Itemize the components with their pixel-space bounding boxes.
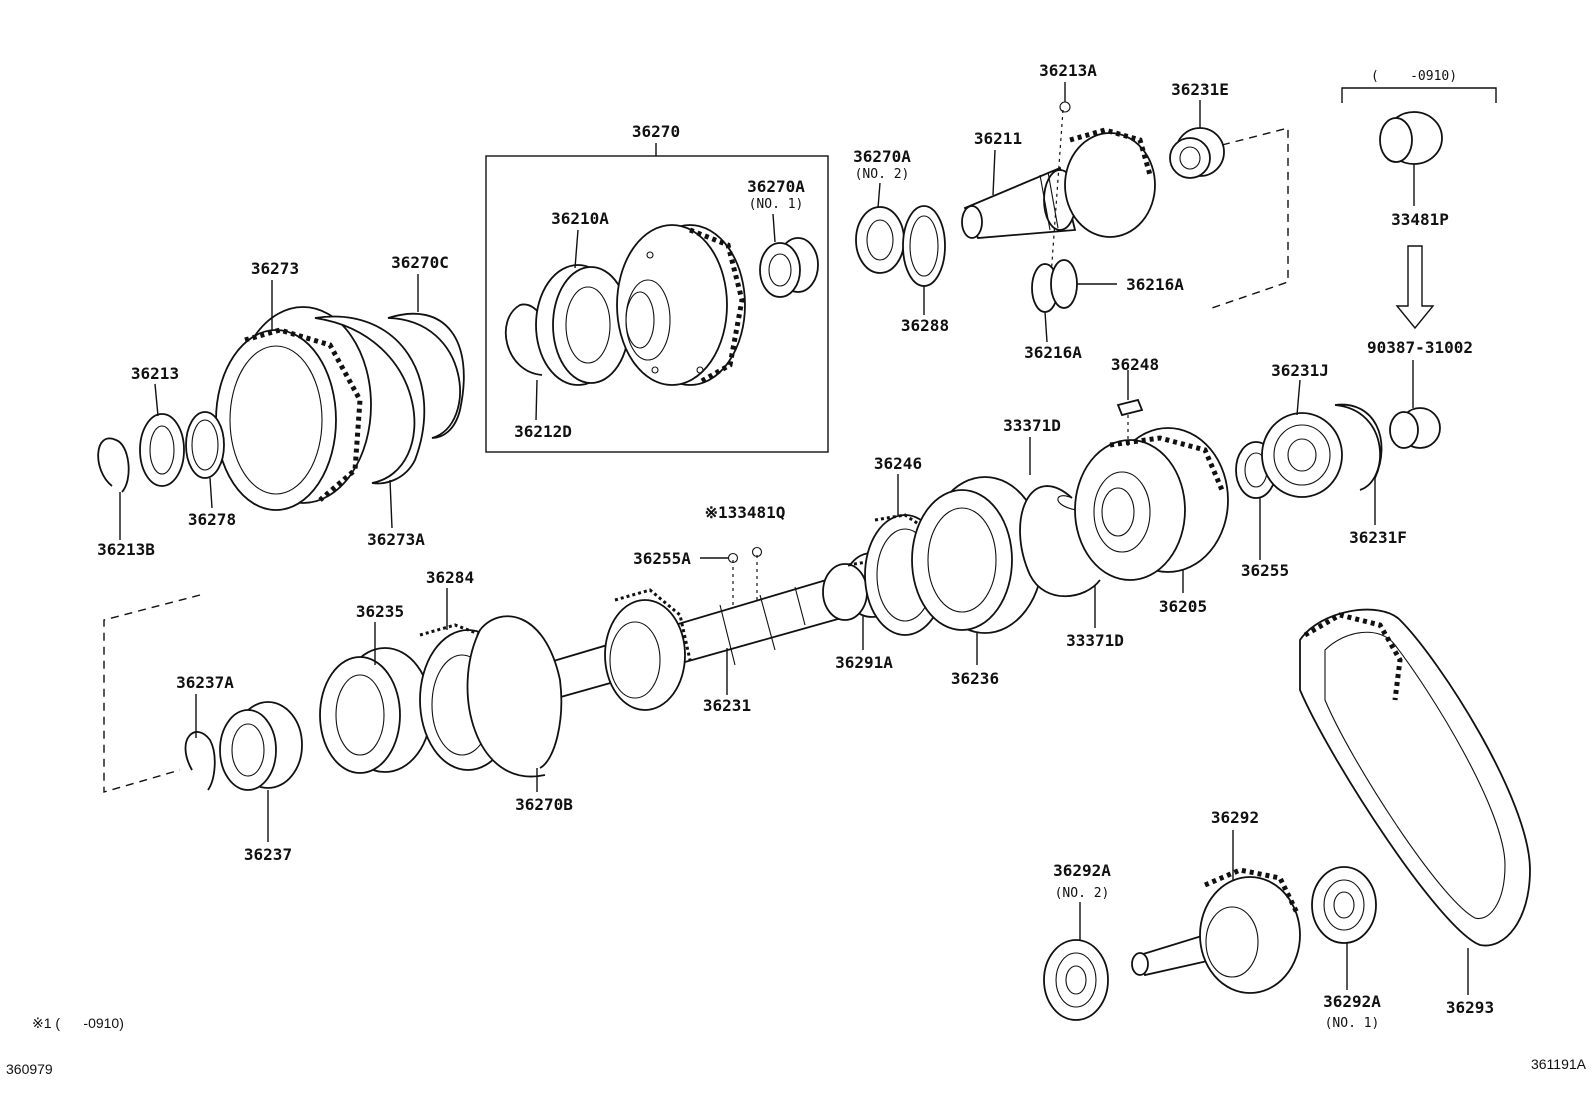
part-36216A-snap-rings — [1031, 259, 1078, 313]
label-36292A-no2: 36292A — [1053, 861, 1111, 880]
label-36237: 36237 — [244, 845, 292, 864]
label-36278: 36278 — [188, 510, 236, 529]
label-36292: 36292 — [1211, 808, 1259, 827]
label-36270B: 36270B — [515, 795, 573, 814]
part-33481P-bushing — [1379, 111, 1443, 165]
part-36292-sprocket-shaft — [1131, 867, 1301, 994]
label-36212D: 36212D — [514, 422, 572, 441]
part-36293-drive-chain — [1299, 608, 1531, 947]
label-36270A-no2-note: (NO. 2) — [855, 167, 910, 182]
label-36288: 36288 — [901, 316, 949, 335]
label-36270C: 36270C — [391, 253, 449, 272]
part-36270A-no1-needle-bearing — [759, 237, 819, 298]
diagram-code-left: 360979 — [6, 1061, 53, 1077]
part-36235-synchro-hub — [319, 647, 432, 774]
part-36278-washer — [185, 411, 225, 479]
part-36205-hub-gear — [1074, 427, 1229, 581]
diagram-code-right: 361191A — [1531, 1056, 1587, 1072]
part-36292A-no1-bearing — [1311, 866, 1377, 944]
label-36231E: 36231E — [1171, 80, 1229, 99]
part-33481Q-ball — [751, 546, 763, 558]
label-36213A: 36213A — [1039, 61, 1097, 80]
label-36291A: 36291A — [835, 653, 893, 672]
arrow-down-icon — [1395, 245, 1435, 330]
label-36273: 36273 — [251, 259, 299, 278]
label-33371D-top: 33371D — [1003, 416, 1061, 435]
label-36216A-right: 36216A — [1126, 275, 1184, 294]
label-90387-31002: 90387-31002 — [1367, 338, 1473, 357]
label-33481Q: ※133481Q — [705, 503, 786, 522]
part-36210A-gear-ring — [535, 264, 630, 386]
label-36236: 36236 — [951, 669, 999, 688]
label-36255A: 36255A — [633, 549, 691, 568]
label-36284: 36284 — [426, 568, 474, 587]
label-36292A-no1-note: (NO. 1) — [1325, 1016, 1380, 1031]
part-36273-ring-gear — [215, 306, 372, 511]
part-36213B-snap-ring — [97, 437, 130, 493]
label-36205: 36205 — [1159, 597, 1207, 616]
part-36255A-ball — [727, 552, 739, 564]
part-36237A-snap-ring — [184, 731, 216, 791]
part-36288-thrust-washer — [902, 205, 946, 287]
label-36231F: 36231F — [1349, 528, 1407, 547]
label-33371D-bottom: 33371D — [1066, 631, 1124, 650]
part-36231E-roller-bearing — [1169, 127, 1225, 179]
label-33481P-range: ( -0910) — [1371, 69, 1457, 84]
part-36270C-snap-ring — [387, 312, 465, 439]
part-36231J-bearing — [1261, 412, 1343, 498]
part-36273A-snap-ring — [314, 315, 426, 485]
assembly-box-36270 — [485, 155, 829, 453]
label-36270: 36270 — [632, 122, 680, 141]
part-36236-sleeve — [911, 476, 1044, 634]
label-36270A-no1-note: (NO. 1) — [749, 197, 804, 212]
label-36248: 36248 — [1111, 355, 1159, 374]
part-planetary-carrier — [616, 224, 746, 386]
label-36292A-no2-note: (NO. 2) — [1055, 886, 1110, 901]
label-33481P: 33481P — [1391, 210, 1449, 229]
label-36235: 36235 — [356, 602, 404, 621]
label-36237A: 36237A — [176, 673, 234, 692]
part-36231-input-shaft — [525, 568, 872, 711]
part-33371D-shift-fork-rings — [1019, 485, 1101, 598]
part-90387-31002-bushing — [1389, 407, 1441, 449]
label-36293: 36293 — [1446, 998, 1494, 1017]
label-36213B: 36213B — [97, 540, 155, 559]
part-36213A-ball — [1059, 101, 1071, 113]
label-36255: 36255 — [1241, 561, 1289, 580]
label-36270A-no2: 36270A — [853, 147, 911, 166]
label-36210A: 36210A — [551, 209, 609, 228]
label-36273A: 36273A — [367, 530, 425, 549]
part-36270B-snap-ring — [466, 615, 563, 778]
part-36270A-no2-bearing — [855, 206, 905, 274]
part-36292A-no2-bearing — [1043, 939, 1109, 1021]
label-36270A-no1: 36270A — [747, 177, 805, 196]
footnote: ※1 ( -0910) — [32, 1015, 124, 1031]
part-36231F-snap-ring — [1334, 403, 1383, 491]
label-36231J: 36231J — [1271, 361, 1329, 380]
label-36211: 36211 — [974, 129, 1022, 148]
part-36213-bearing — [139, 413, 185, 487]
label-36231: 36231 — [703, 696, 751, 715]
label-36213: 36213 — [131, 364, 179, 383]
label-36292A-no1: 36292A — [1323, 992, 1381, 1011]
part-36211-gear-shaft — [961, 127, 1156, 239]
leader-lines — [119, 82, 1469, 995]
label-36216A-bottom: 36216A — [1024, 343, 1082, 362]
label-36246: 36246 — [874, 454, 922, 473]
part-36237-needle-bearing — [219, 701, 303, 791]
part-36248-key — [1116, 398, 1144, 417]
